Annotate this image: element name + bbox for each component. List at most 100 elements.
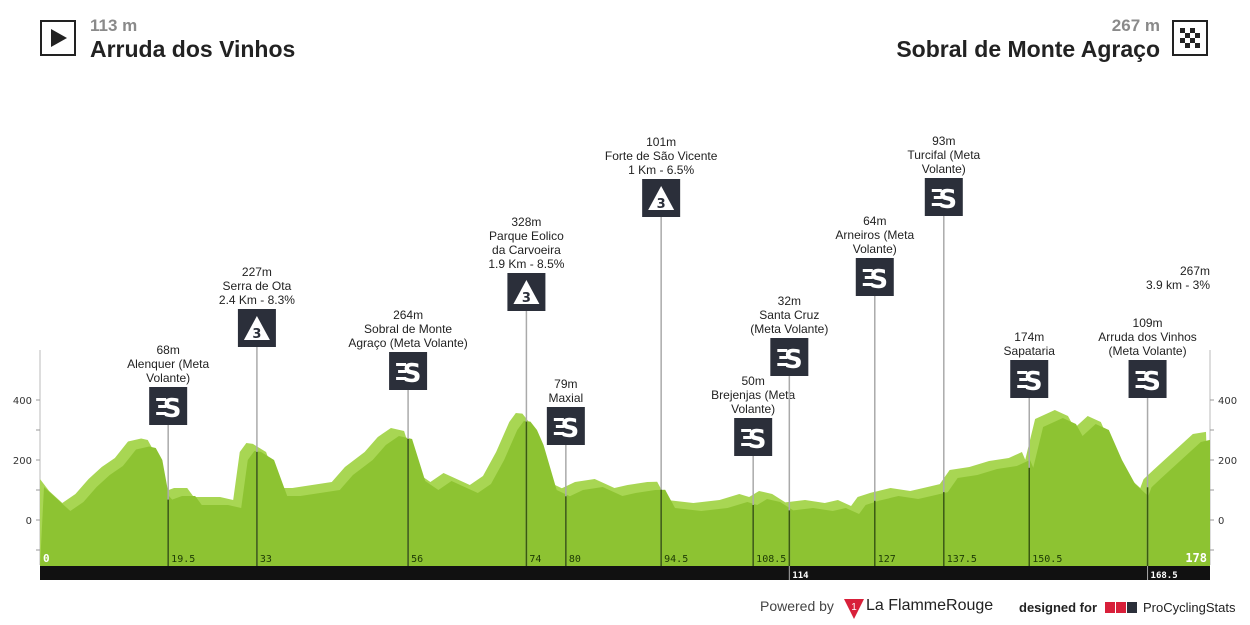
sprint-stripe bbox=[1017, 385, 1028, 388]
y-tick-label-right: 200 bbox=[1218, 456, 1237, 467]
sprint-stripe bbox=[862, 269, 873, 272]
marker-label: Volante) bbox=[146, 371, 190, 385]
km-label: 168.5 bbox=[1151, 571, 1178, 581]
km-label: 80 bbox=[569, 554, 581, 565]
km-label: 0 bbox=[43, 552, 50, 565]
sprint-stripe bbox=[553, 432, 564, 435]
sprint-stripe bbox=[931, 203, 942, 206]
km-label: 127 bbox=[878, 554, 896, 565]
sprint-letter: S bbox=[560, 414, 579, 444]
marker-label: Sobral de Monte bbox=[364, 322, 452, 336]
sprint-stripe bbox=[1135, 385, 1146, 388]
sprint-stripe bbox=[158, 405, 167, 408]
marker-label: Agraço (Meta Volante) bbox=[348, 336, 467, 350]
sprint-icon bbox=[734, 418, 773, 456]
marker-altitude: 32m bbox=[778, 294, 801, 308]
marker-label: 2.4 Km - 8.3% bbox=[219, 293, 295, 307]
marker-altitude: 93m bbox=[932, 134, 955, 148]
marker-altitude: 79m bbox=[554, 377, 577, 391]
climb-category-label: 3 bbox=[657, 197, 666, 212]
sprint-stripe bbox=[779, 356, 788, 359]
distance-bar bbox=[40, 566, 1210, 580]
sprint-icon bbox=[770, 338, 809, 376]
sprint-letter: S bbox=[403, 359, 422, 389]
km-label: 74 bbox=[529, 554, 541, 565]
finish-climb-label: 3.9 km - 3% bbox=[1146, 278, 1210, 292]
profile-area bbox=[40, 418, 1210, 566]
finish-altitude: 267 m bbox=[1111, 16, 1160, 35]
sprint-letter: S bbox=[869, 265, 888, 295]
sprint-stripe bbox=[933, 196, 942, 199]
climb-triangle bbox=[648, 186, 675, 210]
marker-label: Brejenjas (Meta bbox=[711, 388, 795, 402]
play-icon bbox=[40, 20, 76, 56]
marker-label: da Carvoeira bbox=[492, 243, 561, 257]
marker-label: Maxial bbox=[548, 391, 583, 405]
sprint-icon bbox=[924, 178, 963, 216]
km-label: 178 bbox=[1185, 551, 1207, 565]
sprint-letter: S bbox=[938, 185, 957, 215]
sprint-letter: S bbox=[784, 345, 803, 375]
marker-altitude: 174m bbox=[1014, 330, 1044, 344]
climb-triangle bbox=[513, 280, 540, 304]
marker-label: Arruda dos Vinhos bbox=[1098, 330, 1197, 344]
marker-label: Santa Cruz bbox=[759, 308, 819, 322]
sprint-stripe bbox=[156, 412, 167, 415]
sprint-stripe bbox=[777, 363, 788, 366]
marker-altitude: 64m bbox=[863, 214, 886, 228]
sprint-icon bbox=[1010, 360, 1049, 398]
km-label: 137.5 bbox=[947, 554, 977, 565]
marker-label: 1 Km - 6.5% bbox=[628, 163, 694, 177]
sprint-stripe bbox=[156, 398, 167, 401]
marker-label: 1.9 Km - 8.5% bbox=[488, 257, 564, 271]
marker-label: Volante) bbox=[853, 242, 897, 256]
sprint-stripe bbox=[555, 425, 564, 428]
marker-altitude: 109m bbox=[1133, 316, 1163, 330]
sprint-stripe bbox=[396, 377, 407, 380]
sprint-stripe bbox=[1135, 371, 1146, 374]
km-label: 19.5 bbox=[171, 554, 195, 565]
pcs-logo-icon bbox=[1105, 602, 1137, 613]
finish-marker-altitude: 267m bbox=[1180, 264, 1210, 278]
marker-altitude: 227m bbox=[242, 265, 272, 279]
sprint-letter: S bbox=[748, 425, 767, 455]
marker-altitude: 264m bbox=[393, 308, 423, 322]
climb-category-label: 3 bbox=[522, 291, 531, 306]
sprint-icon bbox=[389, 352, 428, 390]
marker-label: Serra de Ota bbox=[223, 279, 292, 293]
km-label: 150.5 bbox=[1032, 554, 1062, 565]
marker-label: (Meta Volante) bbox=[1109, 344, 1187, 358]
y-tick-label-left: 0 bbox=[26, 516, 32, 527]
pcs-brand: ProCyclingStats bbox=[1143, 600, 1236, 615]
finish-info: 267 m Sobral de Monte Agraço bbox=[896, 16, 1160, 62]
climb-category-label: 3 bbox=[252, 327, 261, 342]
powered-by-text: Powered by bbox=[760, 598, 834, 614]
km-label: 56 bbox=[411, 554, 423, 565]
marker-label: Parque Eolico bbox=[489, 229, 564, 243]
sprint-stripe bbox=[777, 349, 788, 352]
marker-label: Turcifal (Meta bbox=[907, 148, 980, 162]
flamme-rouge-logo-icon: 1 bbox=[844, 599, 864, 619]
sprint-letter: S bbox=[1142, 367, 1161, 397]
finish-town: Sobral de Monte Agraço bbox=[896, 36, 1160, 62]
sprint-icon bbox=[855, 258, 894, 296]
marker-altitude: 68m bbox=[157, 343, 180, 357]
marker-label: Alenquer (Meta bbox=[127, 357, 209, 371]
sprint-stripe bbox=[741, 429, 752, 432]
sprint-stripe bbox=[862, 283, 873, 286]
start-town: Arruda dos Vinhos bbox=[90, 36, 296, 62]
sprint-stripe bbox=[398, 370, 407, 373]
marker-altitude: 328m bbox=[511, 215, 541, 229]
checkered-flag-icon bbox=[1172, 20, 1208, 56]
